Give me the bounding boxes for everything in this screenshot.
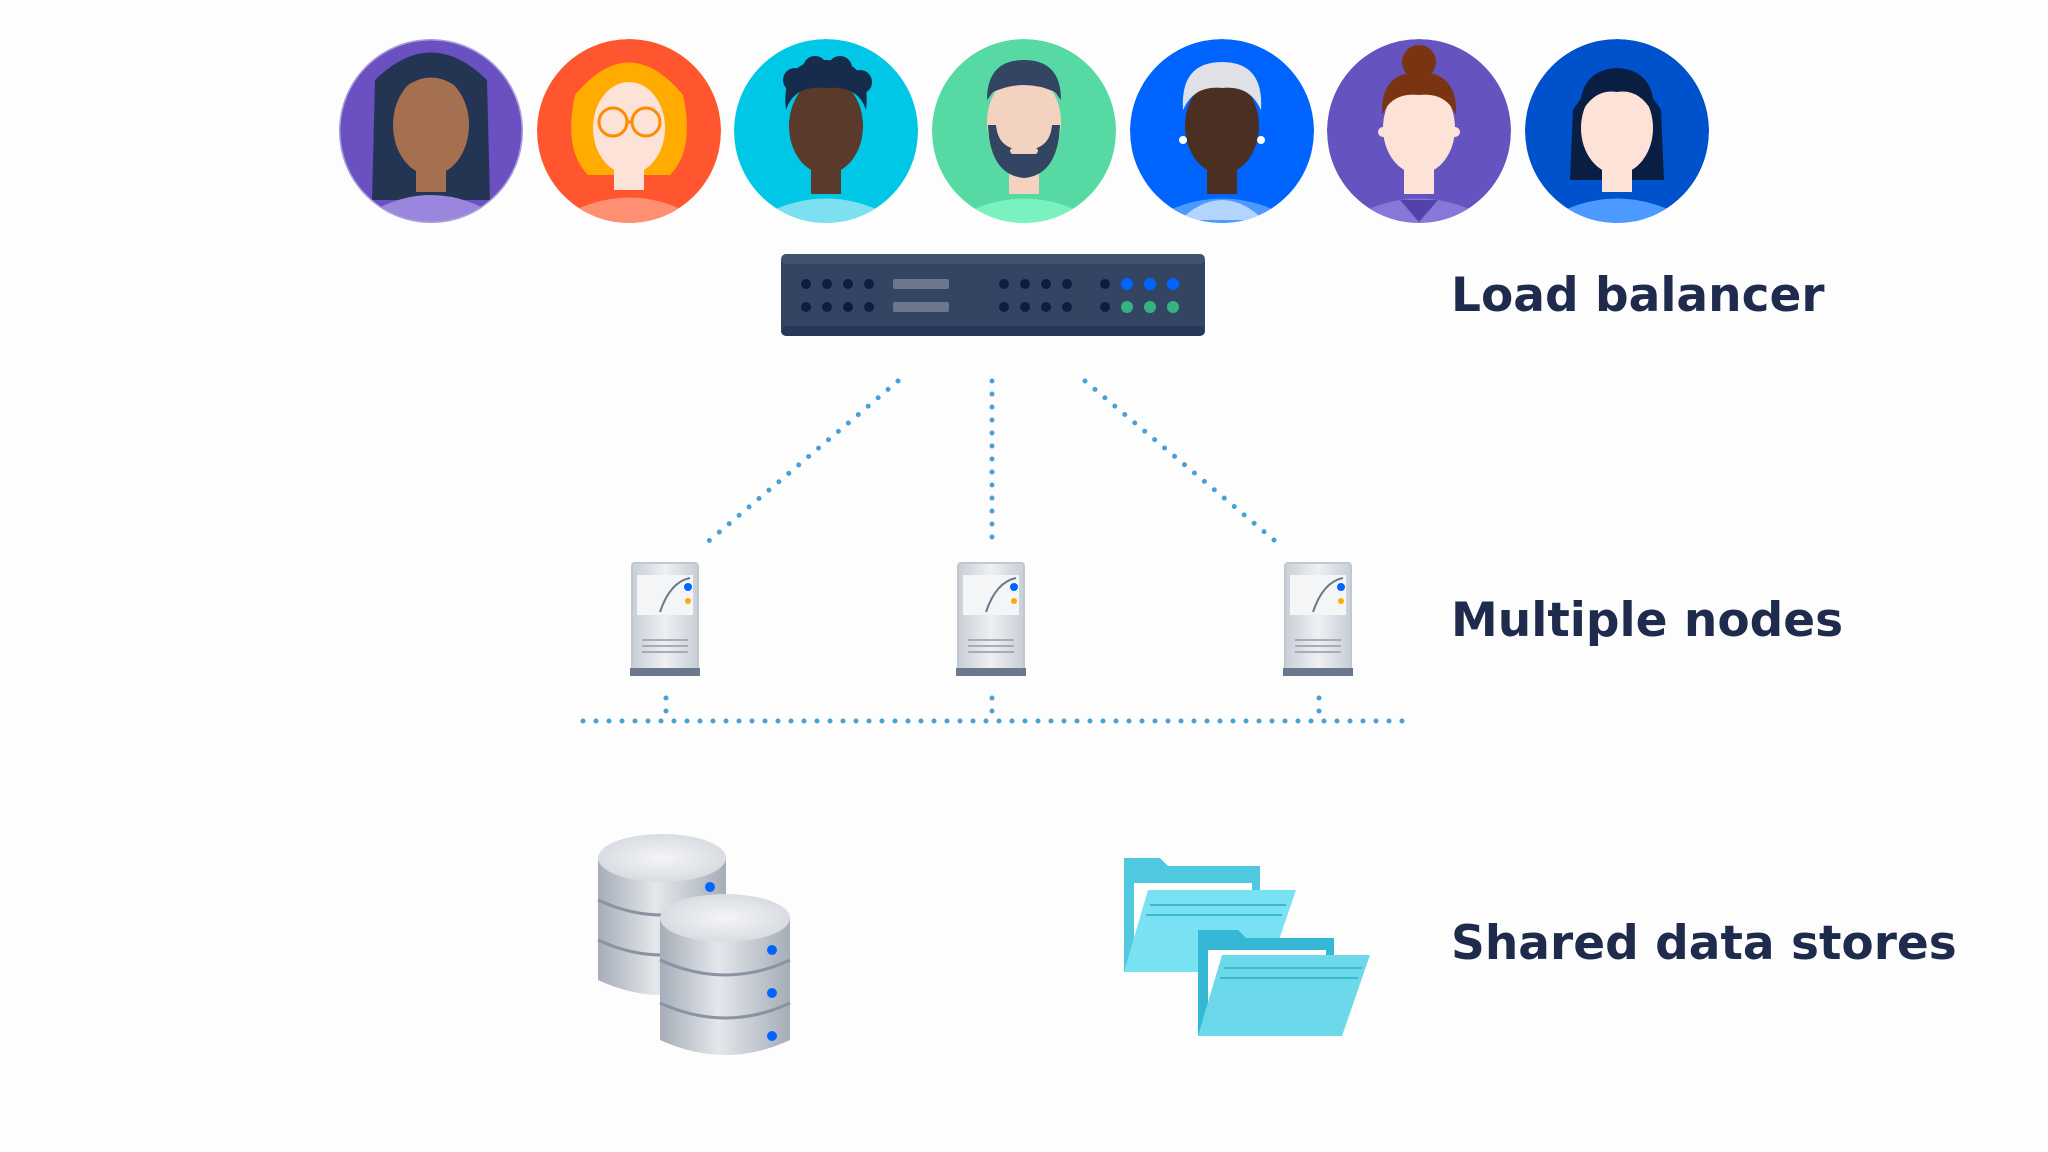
server-tower-icon	[1283, 562, 1353, 676]
server-node-1	[630, 562, 700, 676]
network-switch-icon	[781, 254, 1205, 336]
user-avatar-5	[1130, 39, 1314, 223]
database-cylinder-front	[659, 894, 791, 1055]
user-avatar-3	[734, 39, 918, 223]
server-tower-icon	[630, 562, 700, 676]
user-avatar-2	[537, 39, 721, 223]
folder-icon	[1124, 858, 1370, 1036]
connector-lines	[580, 378, 1413, 724]
user-avatar-1	[339, 39, 523, 223]
server-tower-icon	[956, 562, 1026, 676]
server-node-2	[956, 562, 1026, 676]
database-stack-icon	[597, 834, 791, 1055]
multiple-nodes-label: Multiple nodes	[1451, 593, 1844, 648]
user-avatar-7	[1525, 39, 1709, 223]
load-balancer-label: Load balancer	[1451, 268, 1825, 323]
user-avatar-4	[932, 39, 1116, 223]
shared-data-stores-label: Shared data stores	[1451, 916, 1957, 971]
user-avatar-6	[1327, 39, 1511, 223]
server-node-3	[1283, 562, 1353, 676]
folder-front	[1198, 930, 1370, 1036]
